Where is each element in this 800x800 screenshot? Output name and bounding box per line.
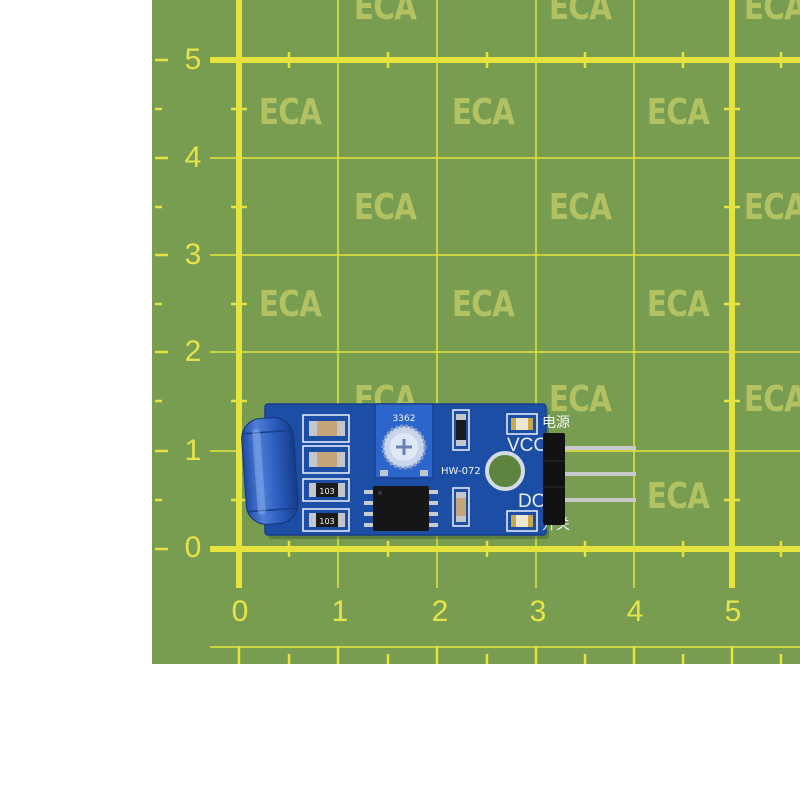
x-axis-label: 2 (431, 595, 449, 628)
eca-watermark: ECA (743, 379, 800, 420)
eca-watermark: ECA (258, 284, 322, 325)
x-axis-label: 3 (529, 595, 547, 628)
eca-watermark: ECA (353, 379, 417, 420)
eca-watermark: ECA (258, 92, 322, 133)
y-axis-label: 3 (184, 238, 202, 271)
eca-watermark: ECA (353, 187, 417, 228)
eca-watermark: ECA (548, 379, 612, 420)
x-axis-label: 4 (626, 595, 644, 628)
y-axis-label: 0 (184, 531, 202, 564)
eca-watermark: ECA (646, 92, 710, 133)
eca-watermark: ECA (743, 187, 800, 228)
y-axis-label: 2 (184, 335, 202, 368)
eca-watermark: ECA (743, 0, 800, 28)
eca-watermark: ECA (646, 476, 710, 517)
eca-watermark: ECA (353, 0, 417, 28)
y-axis-label: 5 (184, 43, 202, 76)
eca-watermark: ECA (451, 284, 515, 325)
y-axis-label: 1 (184, 434, 202, 467)
mat-grid (155, 0, 800, 664)
x-axis-label: 5 (724, 595, 742, 628)
cutting-mat: ECA ECA ECA ECA ECA ECA ECA ECA ECA ECA … (152, 0, 800, 664)
x-axis-label: 0 (231, 595, 249, 628)
eca-watermark: ECA (548, 0, 612, 28)
eca-watermark: ECA (646, 284, 710, 325)
y-axis-label: 4 (184, 141, 202, 174)
eca-watermark: ECA (548, 187, 612, 228)
eca-watermark: ECA (451, 92, 515, 133)
x-axis-label: 1 (331, 595, 349, 628)
